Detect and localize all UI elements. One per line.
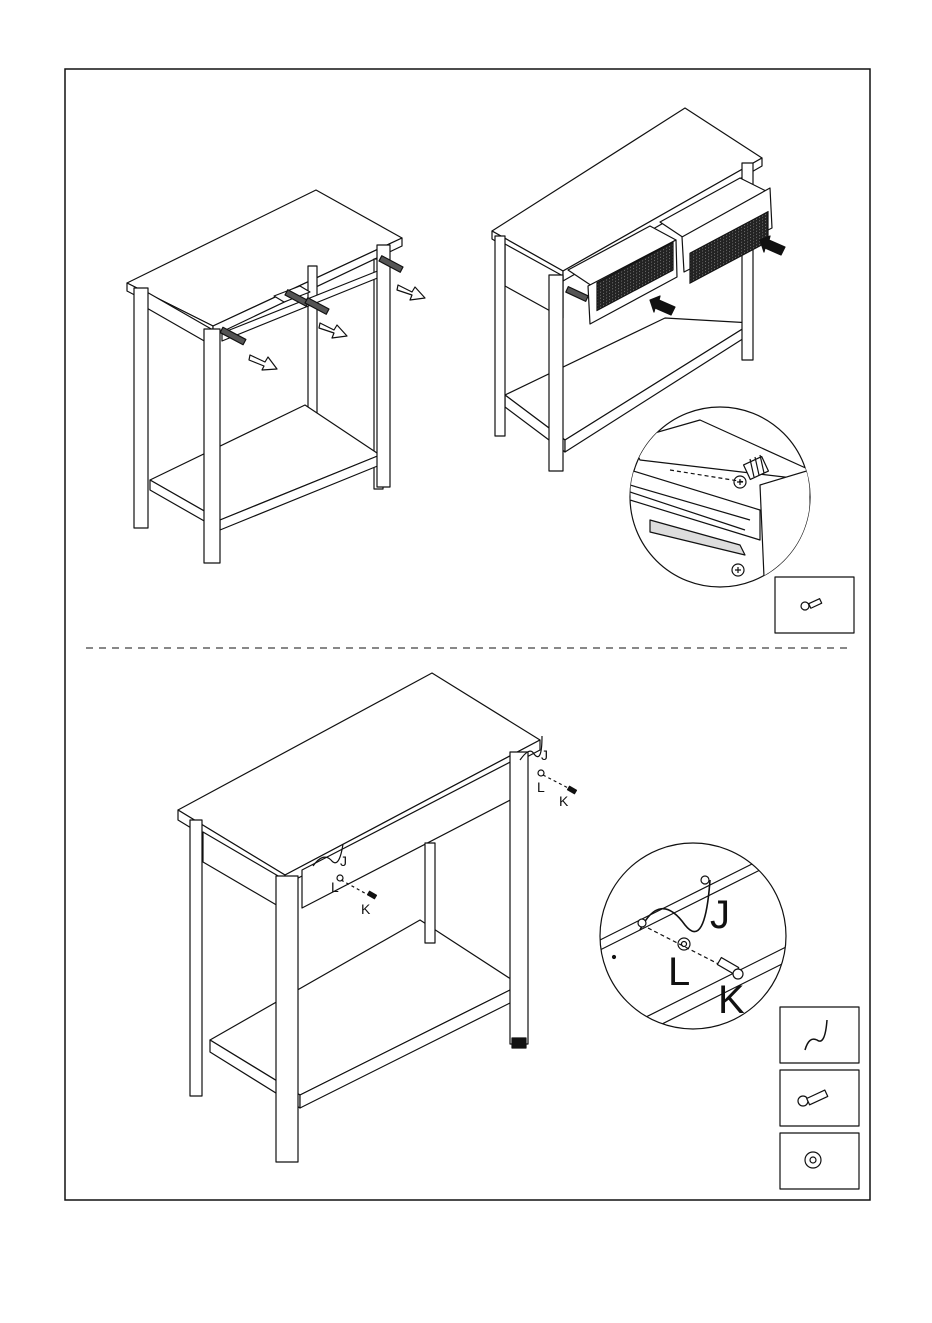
part-box-screw (775, 577, 854, 633)
washer-icon (805, 1152, 821, 1168)
label-bracket-right: J (541, 747, 548, 763)
label-washer-left: L (331, 879, 339, 895)
figure-table-frame-slides (127, 190, 425, 563)
label-washer-right: L (537, 779, 545, 795)
label-detail-screw: K (718, 978, 745, 1022)
part-box-washer (780, 1133, 859, 1189)
detail-drawer-slide (630, 407, 810, 600)
detail-wall-bracket (600, 843, 790, 1040)
part-box-wood-screw (780, 1070, 859, 1126)
label-detail-washer: L (668, 950, 690, 994)
label-screw-right: K (559, 793, 569, 809)
part-box-bracket (780, 1007, 859, 1063)
label-bracket-left: J (340, 853, 347, 869)
label-screw-left: K (361, 901, 371, 917)
figure-table-anti-tip (178, 673, 576, 1162)
label-detail-bracket: J (710, 893, 730, 937)
